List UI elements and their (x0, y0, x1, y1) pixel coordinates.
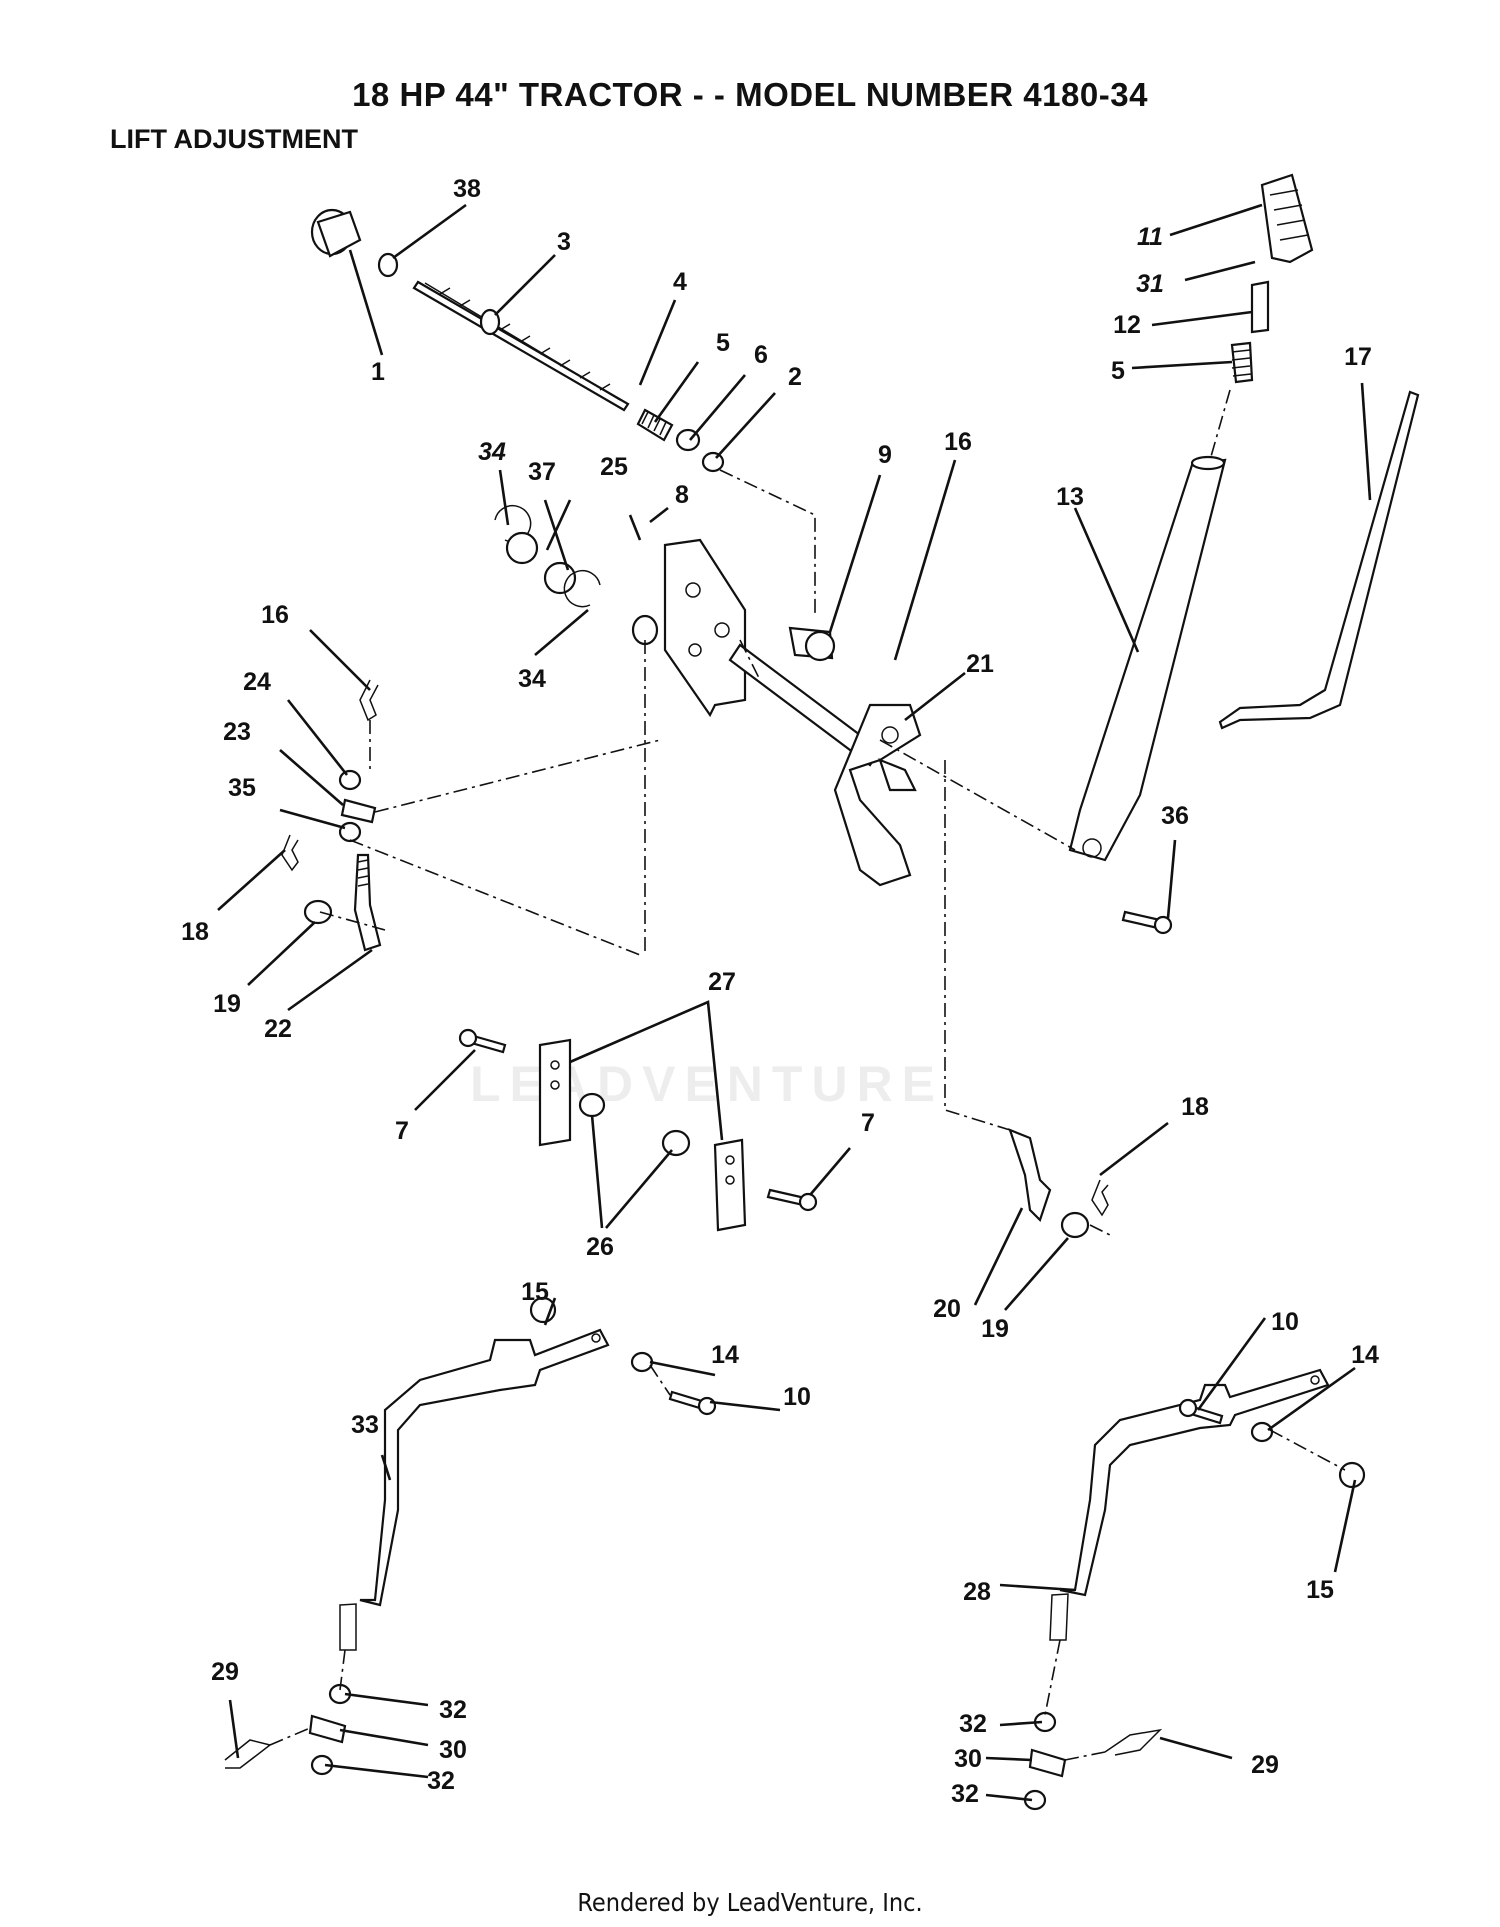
part-pin-12 (1250, 280, 1270, 334)
part-lift-link-28 (1049, 1368, 1330, 1641)
leader-lines (217, 203, 1372, 1802)
callout-22: 22 (264, 1015, 292, 1043)
part-ferrule-hardware-right (1023, 1711, 1163, 1811)
part-washer-14-right (1250, 1421, 1274, 1443)
callout-26: 26 (586, 1233, 614, 1261)
section-title: LIFT ADJUSTMENT (110, 124, 358, 154)
part-bolt-10-right (1178, 1398, 1224, 1425)
callout-33: 33 (351, 1411, 379, 1439)
callout-5-a: 5 (716, 329, 730, 357)
callouts: 1 2 3 4 5 5 6 7 7 8 9 10 10 11 12 13 14 … (181, 175, 1379, 1808)
callout-14-b: 14 (1351, 1341, 1379, 1369)
part-bolt-10-left (668, 1390, 717, 1416)
callout-3: 3 (557, 228, 571, 256)
callout-25: 25 (600, 453, 628, 481)
part-nut-2 (701, 451, 725, 473)
part-washer-19-right (1060, 1211, 1090, 1239)
callout-31: 31 (1136, 270, 1164, 298)
callout-16-a: 16 (261, 601, 289, 629)
callout-30-a: 30 (439, 1736, 467, 1764)
callout-29-a: 29 (211, 1658, 239, 1686)
callout-19-b: 19 (981, 1315, 1009, 1343)
callout-29-b: 29 (1251, 1751, 1279, 1779)
part-washer-14-left (630, 1351, 654, 1373)
assembly-lines (269, 389, 1346, 1761)
callout-27: 27 (708, 968, 736, 996)
part-nut-24 (338, 769, 362, 791)
part-rings (494, 504, 601, 608)
part-bolt-36 (1121, 910, 1173, 935)
part-ferrule-hardware-left (224, 1683, 352, 1776)
page-title: 18 HP 44" TRACTOR - - MODEL NUMBER 4180-… (352, 76, 1148, 113)
callout-5-b: 5 (1111, 357, 1125, 385)
part-washer-19-left (303, 899, 333, 925)
part-lift-link-33 (339, 1328, 610, 1651)
callout-10-a: 10 (783, 1383, 811, 1411)
callout-14-a: 14 (711, 1341, 739, 1369)
callout-13: 13 (1056, 483, 1084, 511)
callout-7-a: 7 (395, 1117, 409, 1145)
callout-21: 21 (966, 650, 994, 678)
callout-35: 35 (228, 774, 256, 802)
part-clip-16-left (359, 679, 379, 722)
part-nut-35 (338, 821, 362, 843)
callout-15-a: 15 (521, 1278, 549, 1306)
part-spring-5 (636, 408, 674, 442)
callout-18-b: 18 (1181, 1093, 1209, 1121)
callout-18-a: 18 (181, 918, 209, 946)
part-eyebolt-22 (353, 853, 382, 952)
part-threaded-rod (412, 280, 630, 412)
part-clip-18-left (281, 834, 299, 872)
callout-20: 20 (933, 1295, 961, 1323)
part-cable-17 (1218, 390, 1420, 730)
callout-1: 1 (371, 358, 385, 386)
callout-6: 6 (754, 341, 768, 369)
callout-10-b: 10 (1271, 1308, 1299, 1336)
callout-30-b: 30 (954, 1745, 982, 1773)
part-plates-27 (538, 1038, 747, 1232)
callout-34-a: 34 (478, 438, 506, 466)
callout-17: 17 (1344, 343, 1372, 371)
callout-24: 24 (243, 668, 271, 696)
part-swivel-9 (788, 626, 836, 662)
part-nuts-26 (578, 1092, 691, 1157)
callout-12: 12 (1113, 311, 1141, 339)
callout-7-b: 7 (861, 1109, 875, 1137)
callout-38: 38 (453, 175, 481, 203)
part-hook-20 (1008, 1128, 1052, 1223)
part-ferrule-23 (340, 798, 377, 824)
callout-16-b: 16 (944, 428, 972, 456)
callout-15-b: 15 (1306, 1576, 1334, 1604)
callout-28: 28 (963, 1578, 991, 1606)
part-nut-15-right (1338, 1461, 1366, 1489)
callout-2: 2 (788, 363, 802, 391)
part-bolts-7 (458, 1028, 818, 1212)
part-clip-18-right (1091, 1179, 1109, 1217)
part-lever-tube-13 (1068, 455, 1227, 862)
callout-23: 23 (223, 718, 251, 746)
callout-11: 11 (1137, 223, 1163, 251)
callout-34-b: 34 (518, 665, 546, 693)
part-spring-5b (1230, 341, 1254, 384)
callout-36: 36 (1161, 802, 1189, 830)
part-washer-38 (377, 252, 399, 278)
callout-8: 8 (675, 481, 689, 509)
callout-4: 4 (673, 268, 687, 296)
part-lift-arm-21 (833, 703, 922, 887)
callout-32-b: 32 (427, 1767, 455, 1795)
part-handle-11 (1260, 173, 1314, 264)
callout-32-d: 32 (951, 1780, 979, 1808)
callout-32-a: 32 (439, 1696, 467, 1724)
footer-credit: Rendered by LeadVenture, Inc. (577, 1888, 923, 1917)
callout-9: 9 (878, 441, 892, 469)
callout-37: 37 (528, 458, 556, 486)
callout-32-c: 32 (959, 1710, 987, 1738)
part-knob (310, 208, 362, 258)
part-pivot-bracket (631, 538, 882, 767)
callout-19-a: 19 (213, 990, 241, 1018)
